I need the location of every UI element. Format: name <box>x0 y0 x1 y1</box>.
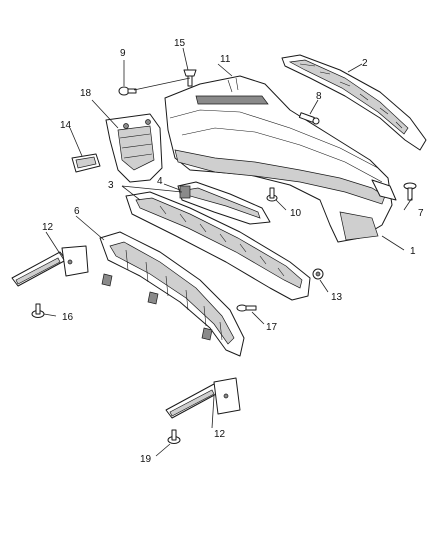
fastener-10 <box>266 187 278 202</box>
fastener-7 <box>403 182 417 201</box>
callout-12-upper: 12 <box>42 222 54 233</box>
leader-lines <box>43 47 413 457</box>
part-1-bumper-fascia <box>164 75 397 243</box>
callout-15: 15 <box>174 38 186 49</box>
callout-9: 9 <box>120 48 126 59</box>
callout-3: 3 <box>108 180 114 191</box>
part-3-4-bracket <box>177 181 271 225</box>
callout-14: 14 <box>60 120 72 131</box>
callout-11: 11 <box>220 54 231 65</box>
part-14-clip <box>71 153 101 173</box>
callout-17: 17 <box>266 322 278 333</box>
callout-1: 1 <box>410 246 416 257</box>
part-12-left-bracket <box>11 245 89 287</box>
fastener-8 <box>298 112 320 125</box>
part-18-side-bracket <box>105 113 163 183</box>
callout-8: 8 <box>316 91 322 102</box>
callout-2: 2 <box>362 58 368 69</box>
fastener-19 <box>167 429 181 444</box>
callout-10: 10 <box>290 208 302 219</box>
fastener-9 <box>118 86 137 96</box>
callout-16: 16 <box>62 312 74 323</box>
callout-19: 19 <box>140 454 152 465</box>
callout-4: 4 <box>157 176 163 187</box>
fastener-13 <box>312 268 324 280</box>
fastener-15 <box>183 69 197 87</box>
part-6-lower-beam <box>99 231 245 357</box>
callout-12-lower: 12 <box>214 429 226 440</box>
callout-7: 7 <box>418 208 424 219</box>
callout-6: 6 <box>74 206 80 217</box>
fastener-16 <box>31 303 45 318</box>
part-12-lower-bracket <box>165 377 241 419</box>
part-2-step-pad <box>281 54 427 151</box>
callout-18: 18 <box>80 88 92 99</box>
callout-13: 13 <box>331 292 343 303</box>
fastener-17 <box>236 304 257 312</box>
part-11-absorber-bar <box>125 191 311 301</box>
callout-labels: 1 2 3 4 6 7 8 9 10 11 12 12 13 14 15 16 … <box>42 38 424 465</box>
